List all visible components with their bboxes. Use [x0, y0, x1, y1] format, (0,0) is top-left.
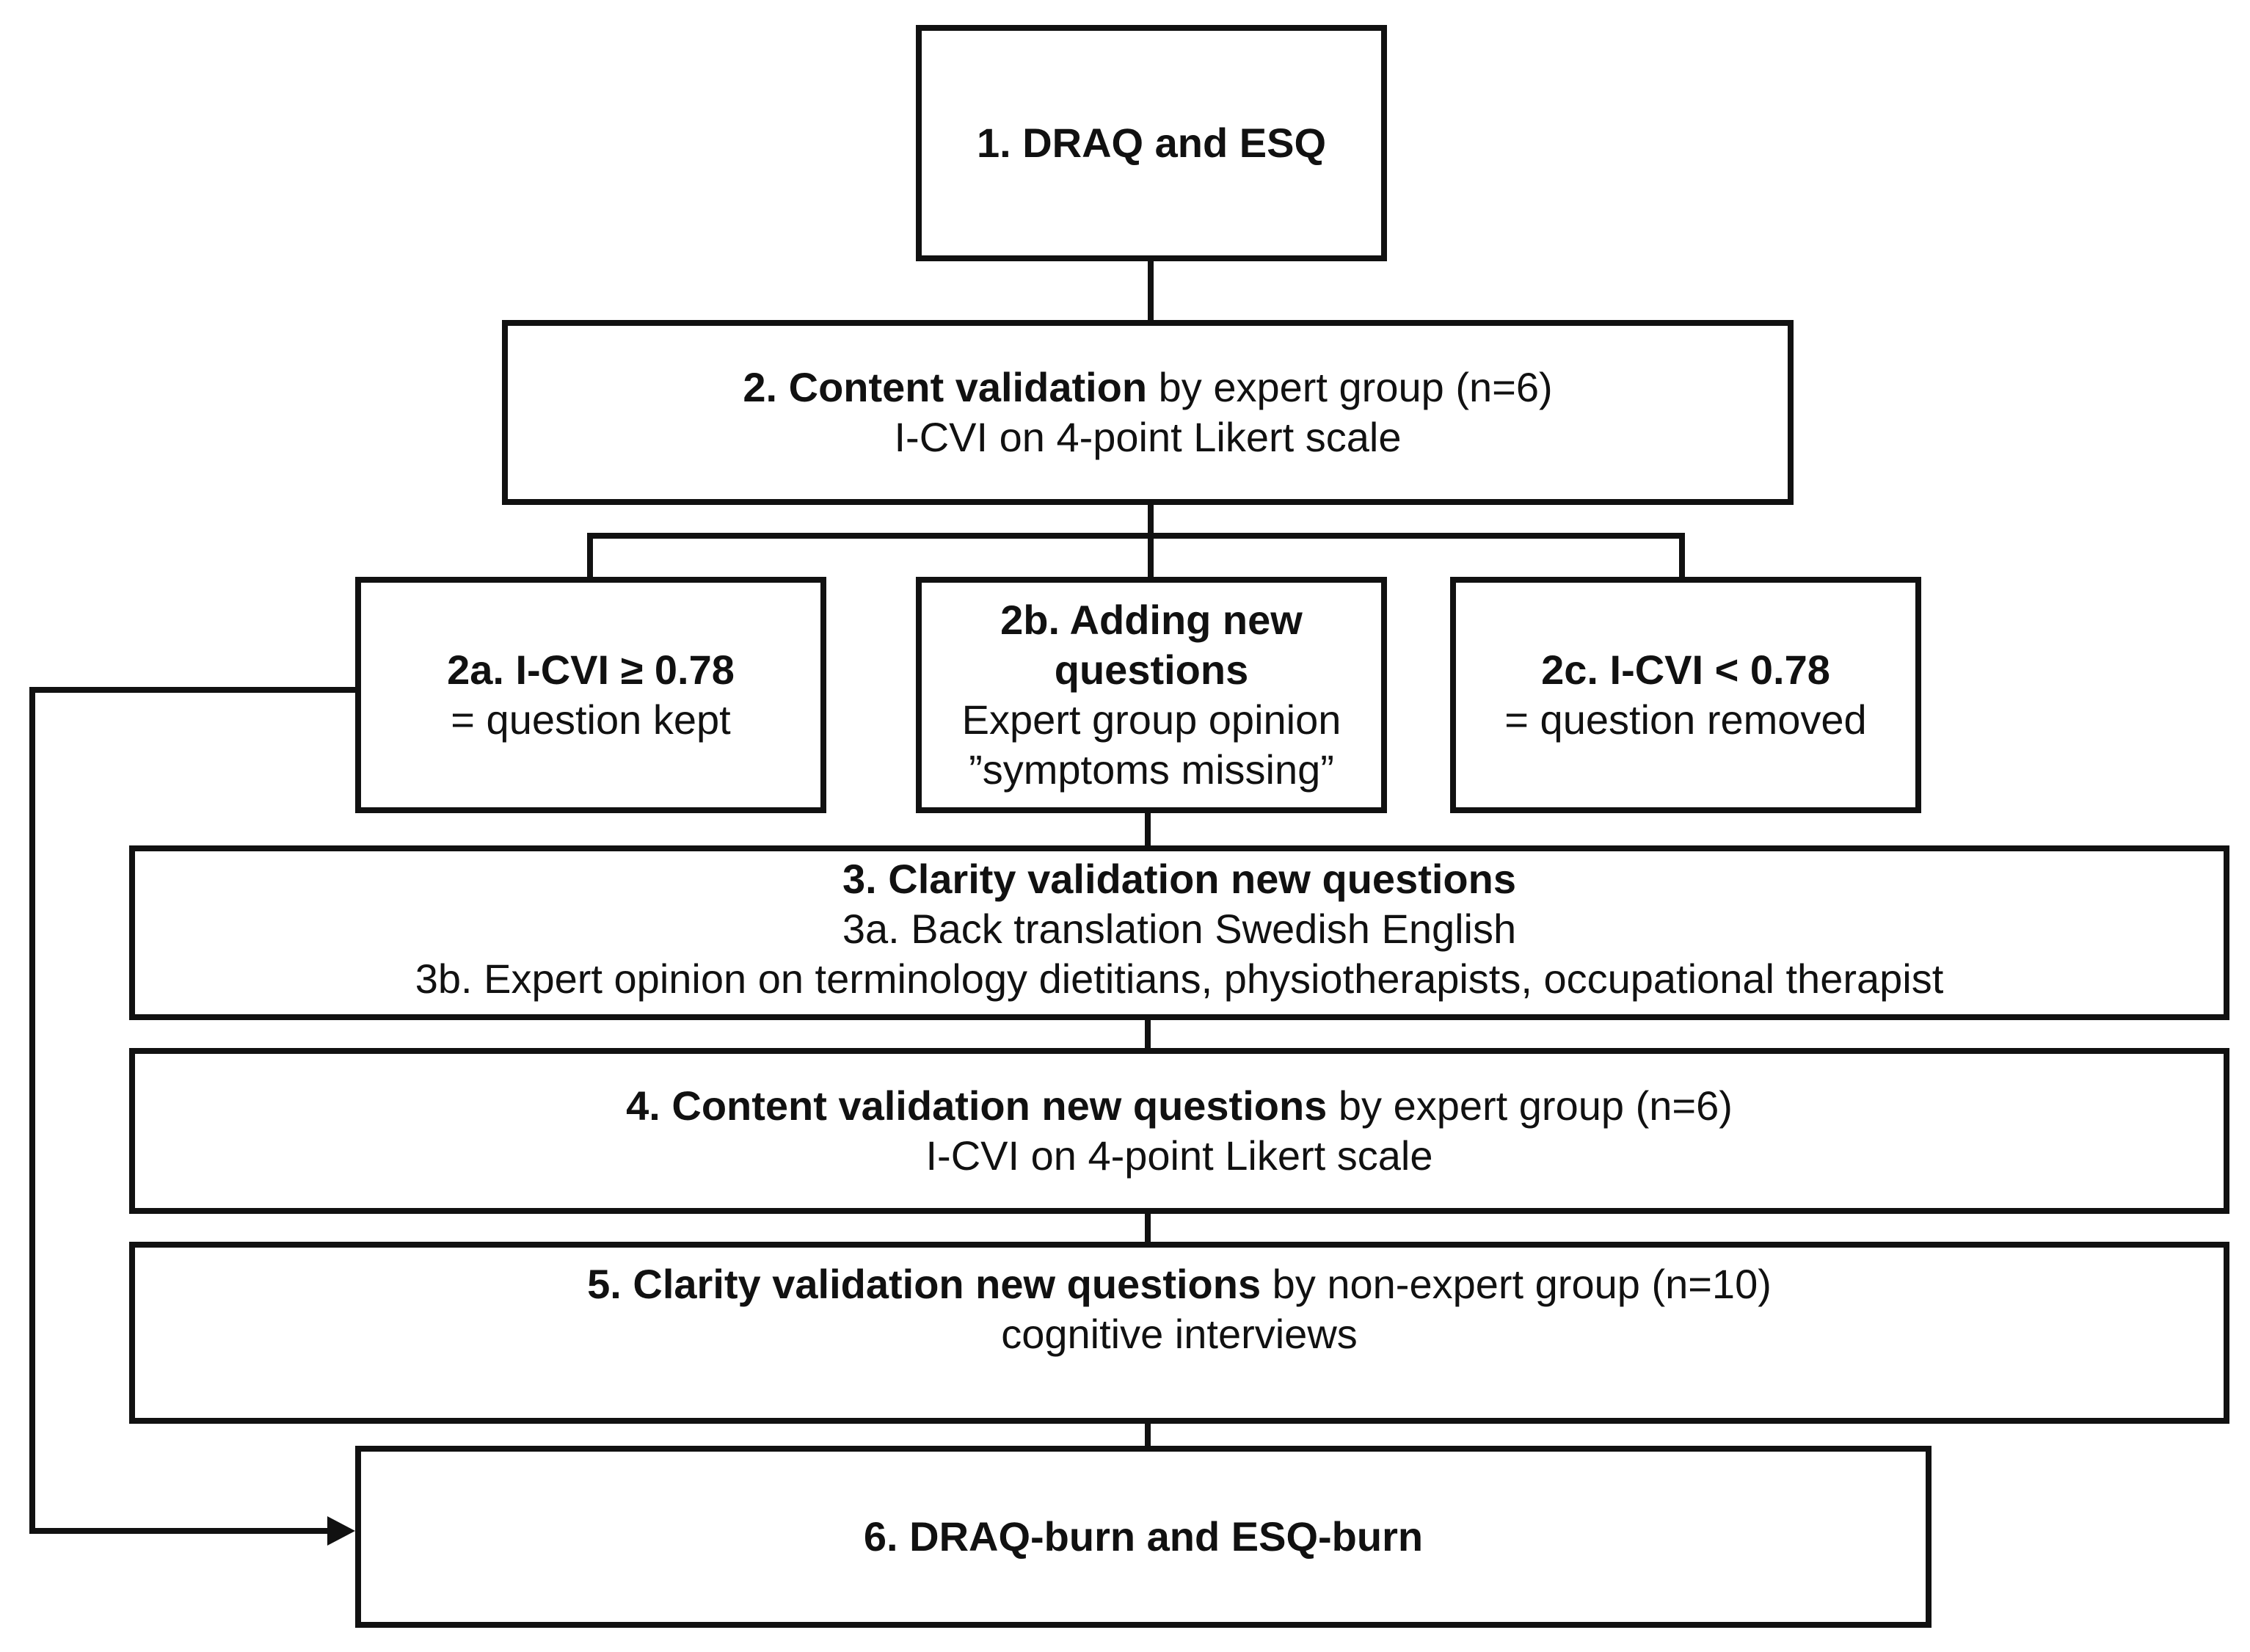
step-3-box: 3. Clarity validation new questions 3a. …: [129, 845, 2229, 1020]
step-2-box: 2. Content validation by expert group (n…: [502, 320, 1794, 505]
step-4-line-2: I-CVI on 4-point Likert scale: [925, 1132, 1433, 1179]
step-3-title: 3. Clarity validation new questions: [842, 856, 1516, 902]
step-2-title: 2. Content validation: [743, 364, 1148, 410]
step-3-line-3: 3b. Expert opinion on terminology dietit…: [415, 956, 1944, 1002]
step-2a-title: 2a. I-CVI ≥ 0.78: [447, 647, 735, 693]
step-2b-title-1: 2b. Adding new: [1000, 597, 1303, 643]
step-5-title: 5. Clarity validation new questions: [587, 1261, 1261, 1307]
step-2a-box: 2a. I-CVI ≥ 0.78 = question kept: [355, 577, 826, 813]
step-4-line-1: 4. Content validation new questions by e…: [626, 1081, 1733, 1131]
step-4-title: 4. Content validation new questions: [626, 1082, 1328, 1129]
connector-2a-to-6: [29, 687, 355, 1534]
step-2b-line-3: Expert group opinion: [961, 696, 1341, 743]
step-3-line-2: 3a. Back translation Swedish English: [842, 906, 1517, 952]
step-2-line-2: I-CVI on 4-point Likert scale: [894, 414, 1402, 460]
step-5-title-rest: by non-expert group (n=10): [1261, 1261, 1772, 1307]
step-4-box: 4. Content validation new questions by e…: [129, 1048, 2229, 1214]
step-2a-line-2: = question kept: [451, 696, 731, 743]
step-2b-box: 2b. Adding new questions Expert group op…: [916, 577, 1387, 813]
step-1-title: 1. DRAQ and ESQ: [976, 120, 1327, 166]
step-2c-box: 2c. I-CVI < 0.78 = question removed: [1450, 577, 1921, 813]
step-5-box: 5. Clarity validation new questions by n…: [129, 1242, 2229, 1424]
step-2b-line-4: ”symptoms missing”: [969, 746, 1334, 793]
step-2-title-rest: by expert group (n=6): [1147, 364, 1553, 410]
step-6-box: 6. DRAQ-burn and ESQ-burn: [355, 1446, 1932, 1628]
step-2c-line-2: = question removed: [1504, 696, 1867, 743]
arrowhead-to-6: [327, 1516, 355, 1546]
step-6-title: 6. DRAQ-burn and ESQ-burn: [863, 1513, 1424, 1560]
step-2-line-1: 2. Content validation by expert group (n…: [743, 363, 1552, 412]
step-4-title-rest: by expert group (n=6): [1327, 1082, 1733, 1129]
step-2c-title: 2c. I-CVI < 0.78: [1541, 647, 1830, 693]
step-2b-title-2: questions: [1054, 647, 1249, 693]
step-5-line-1: 5. Clarity validation new questions by n…: [587, 1259, 1772, 1309]
step-5-line-2: cognitive interviews: [1001, 1311, 1358, 1357]
step-1-box: 1. DRAQ and ESQ: [916, 25, 1387, 261]
